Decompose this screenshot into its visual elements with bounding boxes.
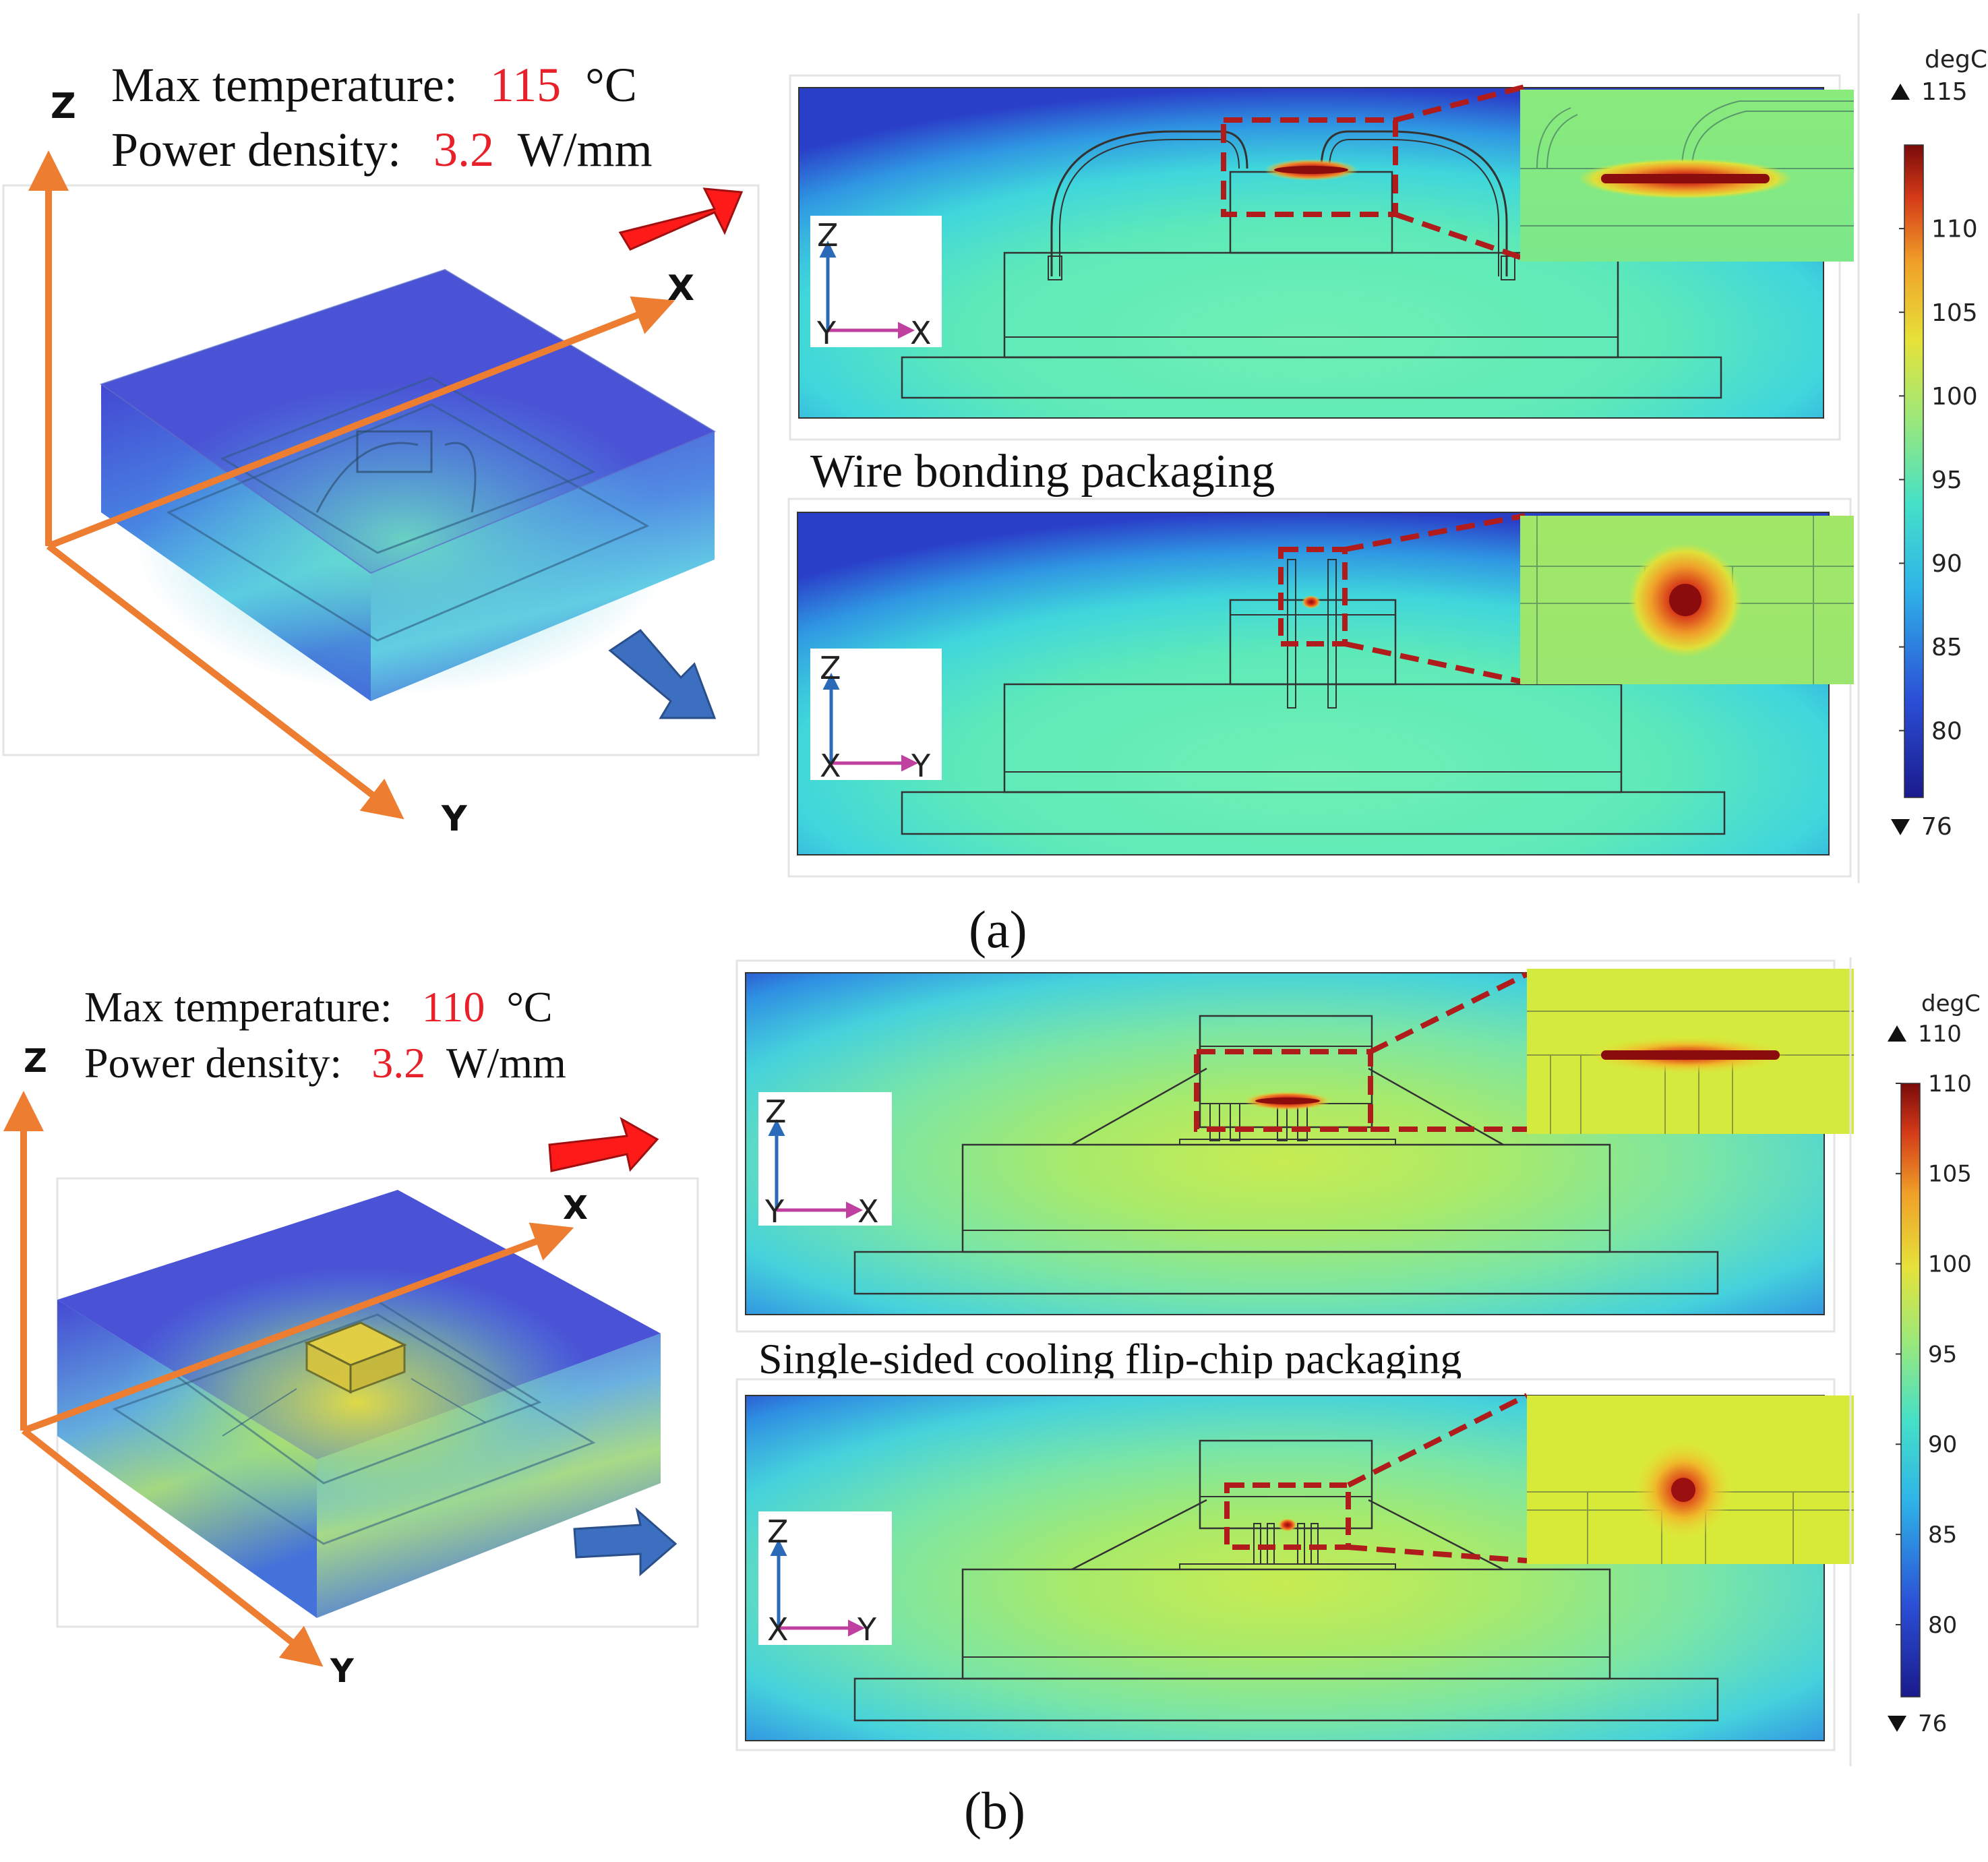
svg-text:Power density: 3.2: Power density: 3.2 W/mm xyxy=(84,1039,566,1087)
panel-a: Max temperature: 115 °C Power density: 3… xyxy=(2,13,1987,959)
colorbar-tick-label: 95 xyxy=(1928,1341,1957,1368)
power-density-label: Power density: xyxy=(111,123,401,177)
colorbar-ticks: 110 105 100 95 90 85 80 xyxy=(1896,1071,1972,1639)
svg-text:Max temperature: 115: Max temperature: 115 °C xyxy=(111,58,637,112)
svg-text:Power density: 3.2: Power density: 3.2 W/mm xyxy=(111,123,653,177)
colorbar-tick-label: 95 xyxy=(1931,467,1962,494)
power-density-unit: W/mm xyxy=(446,1039,566,1087)
colorbar-tick-label: 105 xyxy=(1931,299,1978,327)
colorbar-tick-label: 110 xyxy=(1931,216,1978,243)
z-axis-label: Z xyxy=(51,86,76,127)
colorbar-tick-label: 100 xyxy=(1928,1251,1972,1278)
colorbar-tick-label: 80 xyxy=(1931,717,1962,745)
caption-a: (a) xyxy=(969,900,1027,959)
colorbar-tick-label: 110 xyxy=(1928,1071,1972,1098)
colorbar-tick-label: 80 xyxy=(1928,1612,1957,1639)
panel-b-stats: Max temperature: 110 °C Power density: 3… xyxy=(84,983,566,1087)
panel-b-view-yz: Z Y X xyxy=(735,1378,1854,1751)
blue-pointer-arrow xyxy=(573,1507,677,1577)
panel-b-view-xz: Z X Y xyxy=(735,959,1854,1333)
colorbar-tick-label: 85 xyxy=(1928,1522,1957,1549)
section-title-wire-bonding: Wire bonding packaging xyxy=(810,446,1275,498)
z-axis-label: Z xyxy=(24,1042,47,1080)
power-density-value: 3.2 xyxy=(371,1039,425,1087)
caption-b: (b) xyxy=(964,1781,1025,1840)
colorbar-ticks: 110 105 100 95 90 85 80 xyxy=(1899,216,1978,745)
colorbar-max: 115 xyxy=(1921,78,1968,106)
colorbar-tick-label: 105 xyxy=(1928,1161,1972,1188)
triad-out-label: X xyxy=(767,1611,789,1648)
colorbar-tick-label: 90 xyxy=(1928,1431,1957,1458)
max-temperature-value: 115 xyxy=(490,58,561,112)
max-triangle-icon xyxy=(1888,1025,1906,1042)
x-axis-label: X xyxy=(563,1189,588,1227)
section-title-flip-chip: Single-sided cooling flip-chip packaging xyxy=(758,1335,1462,1383)
colorbar-tick-label: 100 xyxy=(1931,383,1978,411)
max-temperature-unit: °C xyxy=(506,983,552,1031)
panel-a-view-yz: Z Y X xyxy=(787,498,1854,878)
panel-a-axes-3d: Z X Y xyxy=(28,86,694,839)
triad-out-label: Y xyxy=(816,315,837,351)
colorbar-min: 76 xyxy=(1918,1710,1947,1737)
colorbar-unit: degC xyxy=(1921,990,1981,1017)
colorbar-gradient xyxy=(1904,144,1924,798)
max-temperature-label: Max temperature: xyxy=(84,983,392,1031)
colorbar-tick-label: 90 xyxy=(1931,550,1962,578)
panel-b-colorbar: degC 110 110 105 100 95 90 85 80 76 xyxy=(1849,957,1981,1766)
triad-h-label: Y xyxy=(857,1611,877,1648)
y-axis-label: Y xyxy=(441,799,468,839)
panel-b-3d-model xyxy=(57,1190,661,1618)
power-density-label: Power density: xyxy=(84,1039,342,1087)
triad-h-label: Y xyxy=(911,748,931,784)
blue-pointer-arrow xyxy=(608,629,717,719)
x-axis-arrow xyxy=(22,1222,574,1434)
panel-b: Max temperature: 110 °C Power density: 3… xyxy=(3,957,1981,1840)
triad-z-label: Z xyxy=(817,217,839,253)
y-axis-label: Y xyxy=(330,1652,355,1690)
power-density-unit: W/mm xyxy=(518,123,653,177)
colorbar-tick-label: 85 xyxy=(1931,634,1962,661)
triad-xz-a: Z X Y xyxy=(810,216,942,351)
y-axis-arrow xyxy=(46,543,404,820)
triad-z-label: Z xyxy=(765,1093,787,1130)
max-temperature-unit: °C xyxy=(585,58,637,112)
panel-a-colorbar: degC 115 110 105 100 95 90 85 80 76 xyxy=(1857,13,1987,883)
red-pointer-arrow xyxy=(548,1116,659,1172)
panel-a-view-xz: Z X Y xyxy=(789,74,1854,441)
x-axis-arrow xyxy=(47,296,675,549)
triad-out-label: X xyxy=(820,748,841,784)
colorbar-min: 76 xyxy=(1921,813,1952,841)
triad-out-label: Y xyxy=(764,1193,785,1230)
svg-text:Max temperature: 110: Max temperature: 110 °C xyxy=(84,983,553,1031)
triad-h-label: X xyxy=(857,1193,879,1230)
triad-yz-b: Z Y X xyxy=(758,1511,892,1648)
min-triangle-icon xyxy=(1888,1716,1906,1732)
max-temperature-label: Max temperature: xyxy=(111,58,458,112)
y-axis-arrow xyxy=(21,1428,324,1667)
red-pointer-arrow xyxy=(618,187,744,251)
min-triangle-icon xyxy=(1891,819,1910,835)
max-triangle-icon xyxy=(1891,84,1910,100)
triad-z-label: Z xyxy=(820,650,841,686)
max-temperature-value: 110 xyxy=(422,983,485,1031)
x-axis-label: X xyxy=(667,268,694,309)
panel-b-axes-3d: Z X Y xyxy=(3,1042,588,1690)
colorbar-gradient xyxy=(1900,1083,1921,1698)
power-density-value: 3.2 xyxy=(433,123,494,177)
panel-a-stats: Max temperature: 115 °C Power density: 3… xyxy=(111,58,653,177)
triad-xz-b: Z X Y xyxy=(758,1092,892,1230)
colorbar-max: 110 xyxy=(1918,1021,1962,1048)
triad-z-label: Z xyxy=(767,1513,789,1550)
colorbar-unit: degC xyxy=(1925,46,1987,73)
triad-yz-a: Z Y X xyxy=(810,649,942,784)
triad-h-label: X xyxy=(910,315,932,351)
